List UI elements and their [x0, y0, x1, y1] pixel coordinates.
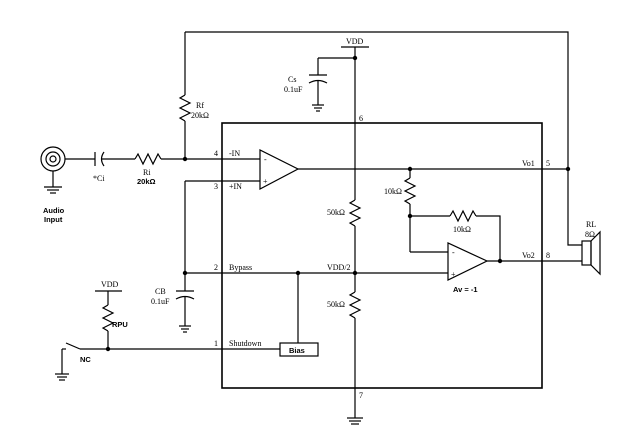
r10k-b-label: 10kΩ: [453, 225, 471, 234]
speaker-cone: [590, 230, 601, 276]
vo2-junction-dot: [497, 258, 503, 264]
rf-resistor: [178, 94, 192, 122]
pin5-junction-dot: [565, 166, 571, 172]
cs-name-label: Cs: [288, 75, 296, 84]
rf-name-label: Rf: [196, 101, 204, 110]
pin2-name: Bypass: [229, 263, 252, 272]
opamp1-triangle: [259, 149, 300, 190]
ri-name-label: Ri: [143, 168, 151, 177]
speaker-body: [581, 240, 592, 266]
opamp1-plus: +: [263, 177, 268, 186]
switch-lever: [65, 342, 81, 350]
r50k-bot-resistor: [348, 291, 362, 319]
vo2-label: Vo2: [522, 251, 535, 260]
pin2-label: 2: [214, 263, 218, 272]
vdd-junction-dot: [352, 55, 358, 61]
vdd-left-label: VDD: [101, 280, 119, 289]
pin4-name: -IN: [229, 149, 240, 158]
feedback-top-wire: [185, 31, 582, 246]
cs-value-label: 0.1uF: [284, 85, 303, 94]
vdd-half-label: VDD/2: [327, 263, 351, 272]
opamp2-triangle: [447, 242, 489, 281]
ri-value-label: 20kΩ: [137, 177, 156, 186]
audio-jack-middle: [45, 151, 61, 167]
r10k-b-right-lead: [476, 215, 501, 261]
r50k-top-resistor: [348, 199, 362, 227]
r10k-b-resistor: [449, 209, 477, 223]
rl-name-label: RL: [586, 220, 596, 229]
rf-junction-dot: [182, 156, 188, 162]
pin4-label: 4: [214, 149, 218, 158]
vdd-top-label: VDD: [346, 37, 364, 46]
ic-package-outline: [221, 122, 543, 389]
vo1-label: Vo1: [522, 159, 535, 168]
shutdown-junction-dot: [105, 346, 111, 352]
opamp1-minus: -: [264, 155, 267, 164]
rf-value-label: 20kΩ: [191, 111, 209, 120]
pin1-label: 1: [214, 339, 218, 348]
pin5-label: 5: [546, 159, 550, 168]
av-gain-label: Av = -1: [453, 285, 478, 294]
rpu-label: RPU: [112, 320, 128, 329]
cb-plate-bottom: [175, 295, 195, 300]
pin3-name: +IN: [229, 182, 242, 191]
cs-plate-bottom: [308, 79, 328, 84]
pin8-label: 8: [546, 251, 550, 260]
cb-value-label: 0.1uF: [151, 297, 170, 306]
ci-label: *Ci: [93, 174, 105, 183]
pin7-label: 7: [359, 391, 363, 400]
pin3-label: 3: [214, 182, 218, 191]
ci-plate-right: [100, 151, 105, 167]
pin1-name: Shutdown: [229, 339, 261, 348]
opamp2-plus: +: [451, 270, 456, 279]
nc-label: NC: [80, 355, 91, 364]
ri-resistor: [134, 152, 162, 166]
r10k-a-resistor: [403, 177, 417, 205]
bias-label: Bias: [289, 346, 305, 355]
cb-name-label: CB: [155, 287, 166, 296]
r10k-a-label: 10kΩ: [384, 187, 402, 196]
audio-input-label-line2: Input: [44, 215, 63, 224]
audio-jack-inner: [49, 155, 57, 163]
rl-value-label: 8Ω: [585, 230, 595, 239]
audio-input-label-line1: Audio: [43, 206, 65, 215]
audio-jack-outer: [40, 146, 66, 172]
rpu-resistor: [101, 304, 115, 332]
r50k-bot-label: 50kΩ: [327, 300, 345, 309]
opamp2-minus: -: [452, 248, 455, 257]
r50k-top-label: 50kΩ: [327, 208, 345, 217]
pin6-label: 6: [359, 114, 363, 123]
